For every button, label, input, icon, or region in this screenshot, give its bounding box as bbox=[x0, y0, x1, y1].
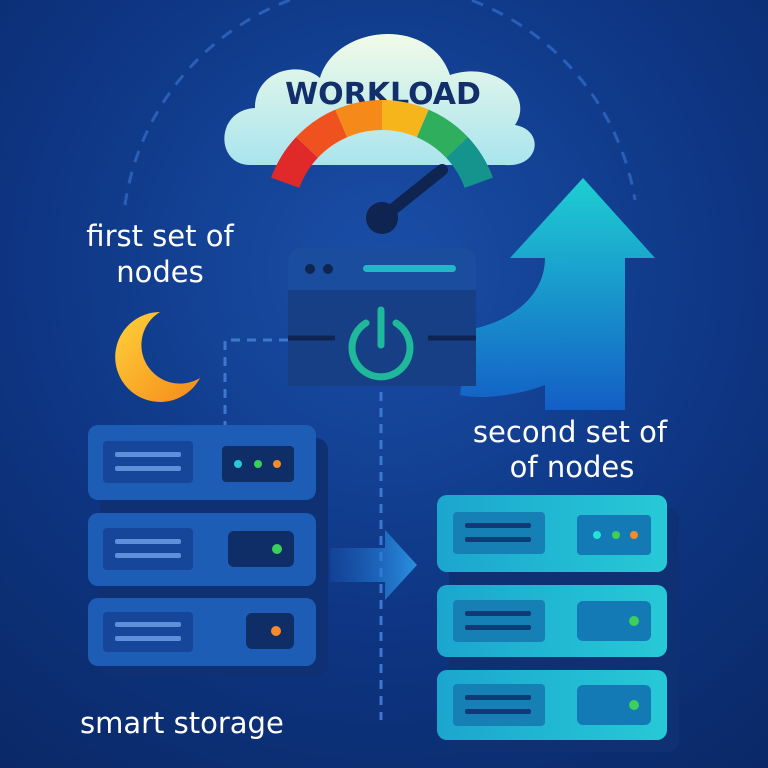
rack-unit-1 bbox=[437, 495, 667, 572]
server-rack-icon bbox=[437, 495, 679, 752]
gauge-icon bbox=[271, 100, 493, 188]
up-arrow-icon bbox=[460, 178, 655, 410]
power-icon[interactable] bbox=[348, 306, 414, 381]
gauge-segment bbox=[271, 137, 318, 188]
rack-unit-2 bbox=[437, 585, 667, 657]
dashed-connector-left bbox=[223, 338, 288, 425]
gauge-segment bbox=[416, 109, 468, 158]
rack-unit-2 bbox=[88, 513, 316, 586]
gauge-segment bbox=[446, 137, 493, 188]
rack-unit-1 bbox=[88, 425, 316, 500]
gauge-segment bbox=[382, 100, 429, 138]
gauge-needle bbox=[366, 164, 448, 234]
dashed-orbit-arc bbox=[123, 0, 637, 206]
gauge-segment bbox=[296, 109, 348, 158]
smart-storage-label: smart storage bbox=[80, 706, 284, 740]
rack-unit-3 bbox=[88, 598, 316, 666]
right-arrow-icon bbox=[330, 530, 417, 600]
gauge-segment bbox=[335, 100, 382, 138]
moon-icon bbox=[115, 312, 200, 402]
second-set-label-line2: of nodes bbox=[510, 450, 635, 484]
server-rack-icon bbox=[88, 425, 328, 676]
first-set-label-line1: first set of bbox=[86, 219, 234, 253]
first-set-label-line2: nodes bbox=[116, 255, 203, 289]
second-set-label-line1: second set of bbox=[473, 415, 668, 449]
rack-unit-3 bbox=[437, 670, 667, 740]
